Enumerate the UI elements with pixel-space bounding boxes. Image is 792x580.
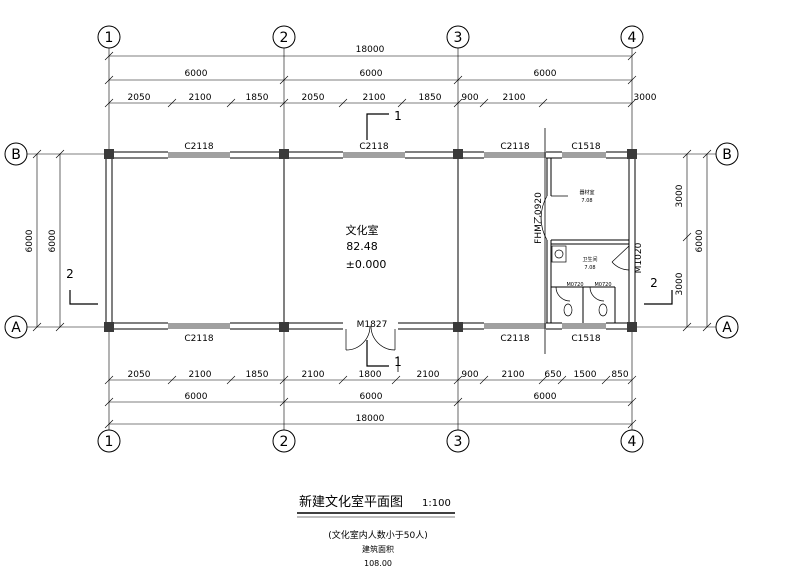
toilet-1-icon: [563, 303, 573, 317]
drawing-title: 新建文化室平面图: [299, 494, 403, 510]
room-name-wc: 卫生间: [582, 256, 597, 263]
bottom-bay-3-dimension: 6000: [534, 392, 557, 402]
bottom-bay-2-dimension: 6000: [360, 392, 383, 402]
side-dimension-lines: [32, 149, 712, 332]
window-tag-top-3: C2118: [500, 142, 529, 152]
window-tag-bottom-3: C1518: [571, 334, 600, 344]
room-area-wc: 7.08: [584, 265, 595, 271]
axis-center-ticks: [397, 128, 546, 372]
axis-a-left-label: A: [11, 320, 21, 336]
top-detail-dim-3: 1850: [246, 93, 269, 103]
room-area-main: 82.48: [346, 240, 378, 253]
axis-b-right-label: B: [722, 147, 732, 163]
floor-area-value: 108.00: [364, 559, 392, 568]
section-cut-1-top: 1: [394, 109, 402, 123]
top-detail-dim-2: 2100: [189, 93, 212, 103]
top-detail-dim-1: 2050: [128, 93, 151, 103]
door-tag-stall-1: M0720: [566, 282, 583, 288]
bottom-dimension-chains: [104, 375, 637, 429]
section-cut-2-right: 2: [650, 276, 658, 290]
bottom-detail-dim-3: 1850: [246, 370, 269, 380]
top-detail-dim-6: 1850: [419, 93, 442, 103]
right-upper-dimension: 3000: [675, 184, 685, 207]
door-tag-stall-2: M0720: [594, 282, 611, 288]
door-tag-fire: FHM乙0920: [533, 192, 544, 244]
top-detail-dim-7: 900: [461, 93, 478, 103]
top-overall-dimension: 18000: [356, 45, 385, 55]
window-tag-top-2: C2118: [359, 142, 388, 152]
window-tag-bottom-1: C2118: [184, 334, 213, 344]
top-bay-3-dimension: 6000: [534, 69, 557, 79]
left-inner-dimension: 6000: [48, 229, 58, 252]
window-tag-top-4: C1518: [571, 142, 600, 152]
floor-elevation: ±0.000: [346, 258, 387, 271]
bottom-detail-dim-8: 2100: [502, 370, 525, 380]
bottom-detail-dim-1: 2050: [128, 370, 151, 380]
axis-bubbles-bottom: 1 2 3 4: [97, 429, 644, 453]
bottom-overall-dimension: 18000: [356, 414, 385, 424]
drawing-scale: 1:100: [422, 498, 451, 509]
bottom-detail-dim-10: 1500: [574, 370, 597, 380]
room-area-storage: 7.08: [581, 198, 592, 204]
axis-a-right-label: A: [722, 320, 732, 336]
axis-2-top-label: 2: [280, 30, 289, 46]
structural-columns: [104, 149, 637, 332]
left-outer-dimension: 6000: [25, 229, 35, 252]
top-detail-dim-5: 2100: [363, 93, 386, 103]
window-openings: [168, 152, 606, 329]
top-bay-1-dimension: 6000: [185, 69, 208, 79]
bottom-detail-dim-7: 900: [461, 370, 478, 380]
right-lower-dimension: 3000: [675, 272, 685, 295]
axis-2-bottom-label: 2: [280, 434, 289, 450]
floor-area-label: 建筑面积: [362, 544, 394, 554]
axis-1-bottom-label: 1: [105, 434, 114, 450]
bottom-detail-dim-6: 2100: [417, 370, 440, 380]
bottom-detail-dim-11: 850: [611, 370, 628, 380]
top-detail-dim-9: 3000: [634, 93, 657, 103]
bottom-detail-dim-5: 1800: [359, 370, 382, 380]
bottom-detail-dim-2: 2100: [189, 370, 212, 380]
sanitary-fixtures: [551, 245, 608, 317]
bottom-bay-1-dimension: 6000: [185, 392, 208, 402]
axis-3-bottom-label: 3: [454, 434, 463, 450]
room-name-main: 文化室: [346, 223, 379, 237]
window-tag-bottom-2: C2118: [500, 334, 529, 344]
bottom-detail-dim-9: 650: [544, 370, 561, 380]
top-dimension-chains: [104, 51, 637, 108]
door-swings: [345, 195, 630, 351]
door-tag-toilet: M1020: [634, 242, 644, 273]
axis-4-bottom-label: 4: [628, 434, 637, 450]
right-total-dimension: 6000: [695, 229, 705, 252]
walls: [105, 151, 636, 330]
top-detail-dim-4: 2050: [302, 93, 325, 103]
toilet-2-icon: [598, 303, 608, 317]
top-detail-dim-8: 2100: [503, 93, 526, 103]
bottom-detail-dim-4: 2100: [302, 370, 325, 380]
room-name-storage: 器材室: [579, 189, 594, 196]
section-cut-markers: [69, 113, 673, 367]
wash-basin-icon: [551, 245, 567, 263]
axis-b-left-label: B: [11, 147, 21, 163]
axis-3-top-label: 3: [454, 30, 463, 46]
axis-4-top-label: 4: [628, 30, 637, 46]
occupancy-note: (文化室内人数小于50人): [328, 529, 427, 541]
top-bay-2-dimension: 6000: [360, 69, 383, 79]
window-tag-top-1: C2118: [184, 142, 213, 152]
door-tag-main: M1827: [357, 320, 388, 330]
axis-1-top-label: 1: [105, 30, 114, 46]
section-cut-1-bottom: 1: [394, 355, 402, 369]
section-cut-2-left: 2: [66, 267, 74, 281]
